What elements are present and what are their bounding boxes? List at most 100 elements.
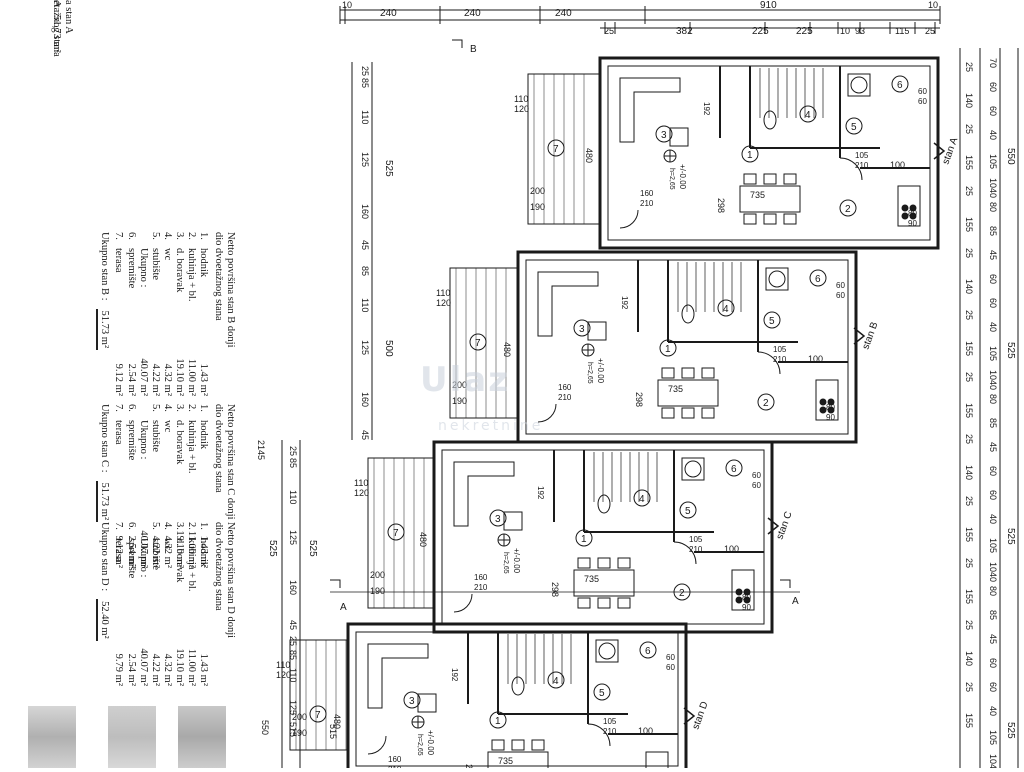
dimension-label: 100: [638, 726, 653, 736]
washing-machine-icon: [847, 73, 871, 97]
table-total-label: Ukupno stan C :: [99, 404, 111, 473]
sofa-icon: [619, 77, 681, 143]
room-number-marker: [309, 705, 327, 723]
door-label: 60: [666, 653, 675, 662]
dimension-label: 525: [307, 540, 318, 557]
dimension-label: 85: [988, 418, 998, 428]
room-number: 6: [645, 646, 651, 657]
dimension-label: 200: [452, 380, 467, 390]
dimension-label: 45: [360, 430, 370, 440]
chair-icon: [783, 173, 797, 185]
dimension-label: 735: [750, 190, 765, 200]
chair-icon: [617, 597, 631, 609]
entrance-arrow-icon: [767, 517, 780, 535]
chair-icon: [511, 739, 525, 751]
chair-icon: [661, 367, 675, 379]
dimension-label: 105: [988, 154, 998, 169]
room-number: 2: [679, 588, 685, 599]
table-cell: 4.32 m²: [161, 653, 173, 686]
dimension-label: 200: [370, 570, 385, 580]
door-label: 210: [689, 545, 703, 554]
door-label: 90: [826, 413, 835, 422]
dimension-label: 100: [890, 160, 905, 170]
unit-inner-wall: [355, 631, 679, 767]
entrance-arrow-icon: [683, 707, 696, 725]
table-cell: [137, 522, 149, 538]
dimension-label: 190: [292, 728, 307, 738]
table-cell: 4.32 m²: [161, 363, 173, 396]
door-label: 60: [836, 291, 845, 300]
redacted-block: [178, 706, 226, 768]
stove-burner: [909, 212, 917, 220]
dimension-label: 45: [988, 634, 998, 644]
table-cell: 7.: [113, 232, 125, 240]
dimension-label: 155: [964, 155, 974, 170]
dimension-label: 110: [288, 490, 298, 504]
kitchen-counter: [731, 569, 755, 611]
table-cell: 40.07 m²: [137, 648, 149, 686]
chair-icon: [531, 739, 545, 751]
table-title: Netto površina stan B donji dio dvoetažn…: [213, 232, 236, 348]
room-number: 6: [731, 464, 737, 475]
dimension-label: 105: [988, 538, 998, 553]
table-cell: stubište: [149, 538, 161, 571]
dimension-label: 140: [964, 651, 974, 666]
room-number-marker: [659, 339, 677, 357]
chair-icon: [763, 173, 777, 185]
table-cell: wc: [161, 420, 173, 433]
sofa-icon: [453, 461, 515, 527]
room-number: 7: [553, 144, 559, 155]
dimension-label: 25: [288, 446, 298, 456]
table-cell: 6.: [125, 404, 137, 412]
section-arrow-icon: [780, 579, 791, 588]
dimension-label: 140: [964, 93, 974, 108]
coffee-table: [503, 511, 523, 531]
chair-icon: [597, 597, 611, 609]
dimension-label: 525: [383, 160, 394, 177]
stove-burner: [827, 398, 835, 406]
door-label: 60: [918, 87, 927, 96]
dimension-label: 45: [988, 250, 998, 260]
table-cell: 6.: [125, 522, 137, 530]
room-number: 6: [815, 274, 821, 285]
sofa-icon: [537, 271, 599, 337]
table-title: Netto površina stan D donji dio dvoetažn…: [213, 522, 236, 639]
door-label: 160: [474, 573, 488, 582]
table-cell: 19.10 m²: [173, 648, 185, 686]
table-cell: spremište: [125, 248, 137, 289]
dimension-label: 10: [840, 26, 850, 36]
chair-icon: [577, 597, 591, 609]
dimension-label: 125: [360, 340, 370, 355]
dimension-label: 85: [988, 610, 998, 620]
room-number-marker: [809, 269, 827, 287]
dimension-label: 735: [584, 574, 599, 584]
dimension-label: 155: [964, 527, 974, 542]
room-number-marker: [547, 139, 565, 157]
door-label: 110: [436, 288, 450, 298]
dimension-label: 110: [288, 668, 298, 682]
dimension-label: 735: [668, 384, 683, 394]
dimension-label: 25: [288, 636, 298, 646]
dimension-label: 10: [928, 0, 938, 10]
dimension-label: 240: [380, 8, 397, 19]
dimension-label: 515: [288, 722, 298, 737]
door-label: 105: [603, 717, 617, 726]
coffee-table: [669, 127, 689, 147]
table-cell: spremište: [125, 420, 137, 461]
dimension-label: 155: [964, 341, 974, 356]
table-cell: 9.12 m²: [113, 363, 125, 396]
level-marker-cross: [498, 534, 510, 546]
table-cell: [137, 404, 149, 420]
room-number: 5: [769, 316, 775, 327]
table-cell: terasa: [113, 420, 125, 445]
room-number: 4: [805, 110, 811, 121]
table-total-value: 51.73 m²: [96, 308, 111, 351]
dimension-label: 192: [702, 102, 711, 116]
door-label: 60: [666, 663, 675, 672]
door-label: 60: [752, 471, 761, 480]
room-number-marker: [387, 523, 405, 541]
dimension-label: 25: [964, 558, 974, 568]
washing-machine-icon: [681, 457, 705, 481]
door-label: 160: [388, 755, 402, 764]
